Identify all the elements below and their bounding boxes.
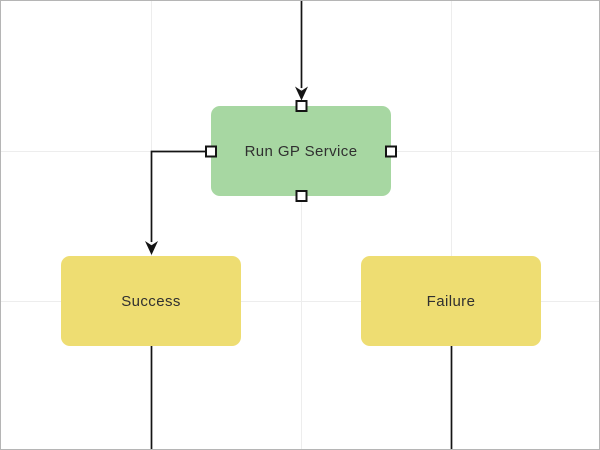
connector-run-gp-service-to-success[interactable] [150,150,206,243]
node-failure[interactable]: Failure [361,256,541,346]
node-success[interactable]: Success [61,256,241,346]
arrowhead-into-run-gp-service[interactable] [295,86,308,101]
node-run-gp-service-label: Run GP Service [244,142,358,160]
arrowhead-to-success[interactable] [145,241,158,255]
node-run-gp-service[interactable]: Run GP Service [211,106,391,196]
node-success-label: Success [121,292,181,310]
node-failure-label: Failure [426,292,476,310]
